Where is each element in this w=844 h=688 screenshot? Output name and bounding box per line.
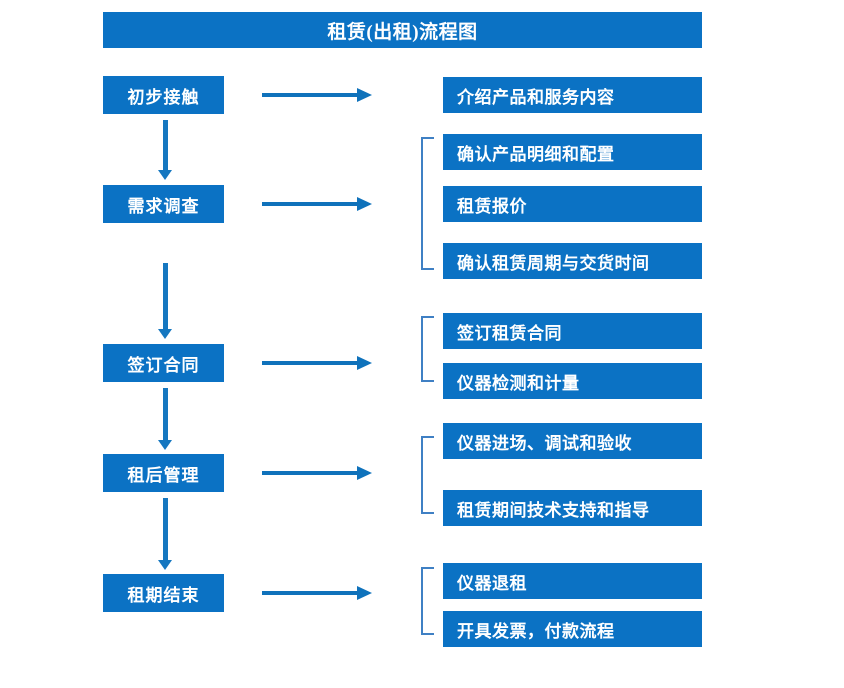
arrow-shaft (163, 263, 168, 329)
arrow-shaft (262, 202, 357, 206)
stage-box-1[interactable]: 初步接触 (103, 76, 224, 114)
detail-box-10[interactable]: 开具发票，付款流程 (443, 611, 702, 647)
arrow-head (357, 356, 372, 370)
arrow-head (357, 586, 372, 600)
arrow-head (158, 560, 172, 570)
arrow-shaft (262, 471, 357, 475)
detail-box-5[interactable]: 签订租赁合同 (443, 313, 702, 349)
arrow-head (357, 197, 372, 211)
arrow-head (357, 88, 372, 102)
chart-title: 租赁(出租)流程图 (103, 12, 702, 48)
arrow-shaft (262, 591, 357, 595)
detail-box-2[interactable]: 确认产品明细和配置 (443, 134, 702, 170)
group-bracket-contract (421, 316, 434, 382)
arrow-shaft (163, 498, 168, 560)
group-bracket-needs (421, 137, 434, 270)
detail-box-1[interactable]: 介绍产品和服务内容 (443, 77, 702, 113)
stage-connector-2-3 (158, 263, 172, 339)
detail-box-9[interactable]: 仪器退租 (443, 563, 702, 599)
arrow-head (158, 440, 172, 450)
detail-arrow-5 (262, 586, 372, 600)
arrow-head (158, 329, 172, 339)
stage-box-3[interactable]: 签订合同 (103, 344, 224, 382)
detail-arrow-1 (262, 88, 372, 102)
group-bracket-end (421, 567, 434, 635)
stage-connector-3-4 (158, 388, 172, 450)
stage-box-4[interactable]: 租后管理 (103, 454, 224, 492)
detail-box-6[interactable]: 仪器检测和计量 (443, 363, 702, 399)
detail-box-3[interactable]: 租赁报价 (443, 186, 702, 222)
group-bracket-management (421, 436, 434, 514)
stage-box-2[interactable]: 需求调查 (103, 185, 224, 223)
detail-box-7[interactable]: 仪器进场、调试和验收 (443, 423, 702, 459)
arrow-shaft (262, 93, 357, 97)
arrow-shaft (163, 120, 168, 170)
detail-box-4[interactable]: 确认租赁周期与交货时间 (443, 243, 702, 279)
arrow-shaft (163, 388, 168, 440)
arrow-shaft (262, 361, 357, 365)
stage-connector-4-5 (158, 498, 172, 570)
arrow-head (158, 170, 172, 180)
stage-box-5[interactable]: 租期结束 (103, 574, 224, 612)
stage-connector-1-2 (158, 120, 172, 180)
detail-arrow-2 (262, 197, 372, 211)
detail-arrow-4 (262, 466, 372, 480)
detail-arrow-3 (262, 356, 372, 370)
arrow-head (357, 466, 372, 480)
detail-box-8[interactable]: 租赁期间技术支持和指导 (443, 490, 702, 526)
